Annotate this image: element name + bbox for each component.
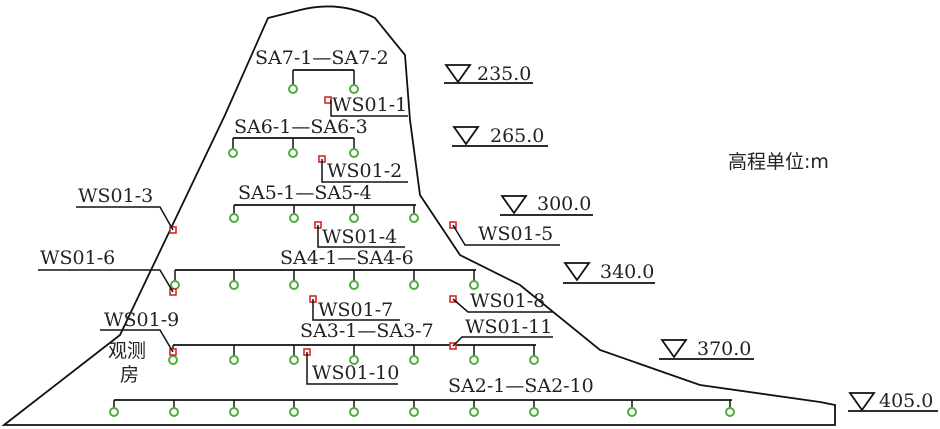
sa-sensor xyxy=(349,355,359,365)
ws-label-6: WS01-6 xyxy=(40,247,115,269)
elevation-label: 340.0 xyxy=(600,261,654,283)
sa-sensor xyxy=(529,407,539,417)
ws-label-7: WS01-7 xyxy=(318,299,393,321)
elevation-label: 235.0 xyxy=(477,63,531,85)
sa-sensor xyxy=(289,280,299,290)
elevation-marker-235: 235.0 xyxy=(444,63,533,85)
unit-note: 高程单位:m xyxy=(728,151,829,173)
sa-sensor xyxy=(409,280,419,290)
house-label-line1: 观测 xyxy=(108,340,146,362)
elevation-label: 405.0 xyxy=(879,390,933,412)
sa-sensor xyxy=(289,213,299,223)
sa-sensor xyxy=(229,213,239,223)
sa-row-5 xyxy=(229,204,419,223)
sa-row-6 xyxy=(228,137,359,158)
sa-row-7 xyxy=(288,69,359,94)
ws-label-5: WS01-5 xyxy=(478,223,553,245)
sa-sensor xyxy=(169,407,179,417)
sa-sensor xyxy=(469,407,479,417)
sa-sensor xyxy=(229,355,239,365)
sa-sensor xyxy=(288,148,298,158)
ws-label-9: WS01-9 xyxy=(104,309,179,331)
elevation-label: 300.0 xyxy=(537,193,591,215)
ws-label-4: WS01-4 xyxy=(322,226,397,248)
ws-leaders xyxy=(38,100,560,385)
sa-sensor xyxy=(170,280,180,290)
elevation-marker-405: 405.0 xyxy=(848,390,938,412)
terrain-outline xyxy=(1,5,836,426)
ws-label-8: WS01-8 xyxy=(470,290,545,312)
elevation-marker-370: 370.0 xyxy=(659,338,754,360)
sa-sensor xyxy=(725,407,735,417)
ws-label-3: WS01-3 xyxy=(78,185,153,207)
elevation-marker-300: 300.0 xyxy=(500,193,593,216)
sa-row-4 xyxy=(170,269,479,290)
sa-label-2: SA2-1—SA2-10 xyxy=(448,375,594,397)
sa-sensor xyxy=(409,213,419,223)
elevation-marker-265: 265.0 xyxy=(452,125,548,147)
sa-sensor xyxy=(349,407,359,417)
elevation-label: 265.0 xyxy=(490,125,544,147)
sa-sensor xyxy=(228,148,238,158)
sa-sensor xyxy=(469,355,479,365)
sa-sensor xyxy=(409,355,419,365)
sa-row-2 xyxy=(109,399,735,417)
sa-sensor xyxy=(289,407,299,417)
ws-label-10: WS01-10 xyxy=(312,362,399,384)
sa-sensor xyxy=(627,407,637,417)
sa-sensor xyxy=(349,280,359,290)
sa-sensor xyxy=(409,407,419,417)
sa-row-3 xyxy=(168,344,539,365)
sa-sensor xyxy=(349,84,359,94)
sa-sensor xyxy=(288,84,298,94)
sa-sensor xyxy=(168,355,178,365)
ws-sensor xyxy=(324,96,332,104)
elevation-marker-340: 340.0 xyxy=(563,261,655,284)
sa-label-3: SA3-1—SA3-7 xyxy=(300,320,434,342)
ws-label-11: WS01-11 xyxy=(465,316,552,338)
ws-label-1: WS01-1 xyxy=(332,94,407,116)
sa-sensor xyxy=(349,213,359,223)
ws-label-2: WS01-2 xyxy=(327,160,402,182)
sa-sensor xyxy=(109,407,119,417)
elevation-label: 370.0 xyxy=(697,338,751,360)
sa-sensor xyxy=(229,280,239,290)
sa-sensor xyxy=(229,407,239,417)
sa-label-6: SA6-1—SA6-3 xyxy=(234,116,368,138)
sa-label-4: SA4-1—SA4-6 xyxy=(280,247,414,269)
house-label-line2: 房 xyxy=(120,364,139,386)
sa-sensor xyxy=(469,280,479,290)
sa-label-7: SA7-1—SA7-2 xyxy=(255,47,389,69)
sa-sensor xyxy=(289,355,299,365)
sa-sensor xyxy=(349,148,359,158)
sa-label-5: SA5-1—SA5-4 xyxy=(238,182,372,204)
sa-sensor xyxy=(529,355,539,365)
